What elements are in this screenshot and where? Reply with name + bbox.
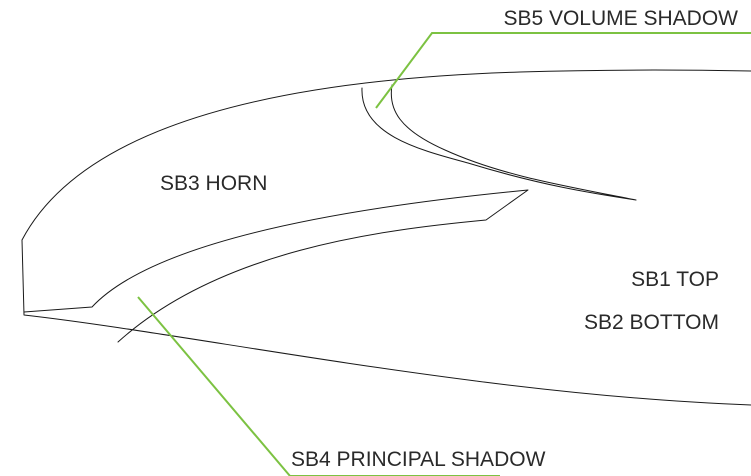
sb5-leader-line xyxy=(375,32,751,109)
horn-boundary-outline xyxy=(23,189,529,343)
outer-shell-outline xyxy=(21,69,751,406)
label-sb4-principal-shadow: SB4 PRINCIPAL SHADOW xyxy=(291,448,546,471)
label-sb5-volume-shadow: SB5 VOLUME SHADOW xyxy=(503,7,738,30)
sb4-leader-line xyxy=(137,296,291,476)
label-sb3-horn: SB3 HORN xyxy=(160,172,267,195)
volume-shadow-outline xyxy=(361,84,637,201)
label-sb2-bottom: SB2 BOTTOM xyxy=(584,311,719,334)
label-sb1-top: SB1 TOP xyxy=(631,268,719,291)
